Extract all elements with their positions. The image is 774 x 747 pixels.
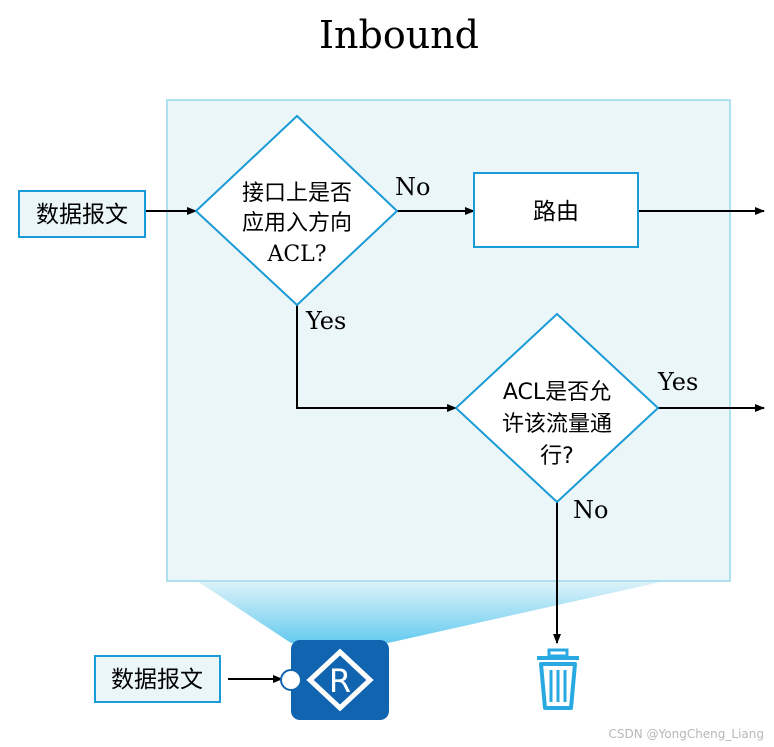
decision-acl-permit <box>454 312 660 504</box>
decision-acl-applied-line-1: 接口上是否 <box>242 181 352 206</box>
router-beam <box>197 581 665 643</box>
route-label: 路由 <box>533 199 579 225</box>
trash-can-icon <box>537 648 579 710</box>
route-box <box>473 172 639 248</box>
svg-text:R: R <box>329 662 351 700</box>
packet-router-label: 数据报文 <box>111 667 203 693</box>
edge-label-permit-yes: Yes <box>657 368 698 396</box>
decision-acl-permit-line-2: 许该流量通 <box>502 412 612 437</box>
decision-acl-permit-line-1: ACL是否允 <box>503 380 611 405</box>
diagram-title: Inbound <box>319 13 479 57</box>
edge-decision-yes-to-permit <box>296 305 457 412</box>
edge-label-permit-no: No <box>573 496 608 524</box>
decision-acl-applied <box>194 114 399 307</box>
packet-in-label: 数据报文 <box>36 202 128 228</box>
edge-label-yes-permit: Yes <box>305 307 346 335</box>
decision-acl-applied-line-3: ACL? <box>266 242 326 267</box>
decision-acl-applied-line-2: 应用入方向 <box>242 211 352 236</box>
decision-acl-permit-line-3: 行? <box>540 444 574 469</box>
router-icon: R <box>280 640 389 720</box>
packet-router-box <box>94 655 221 703</box>
packet-in-box <box>18 190 146 238</box>
edge-label-no-route: No <box>395 173 430 201</box>
watermark: CSDN @YongCheng_Liang <box>608 727 764 741</box>
